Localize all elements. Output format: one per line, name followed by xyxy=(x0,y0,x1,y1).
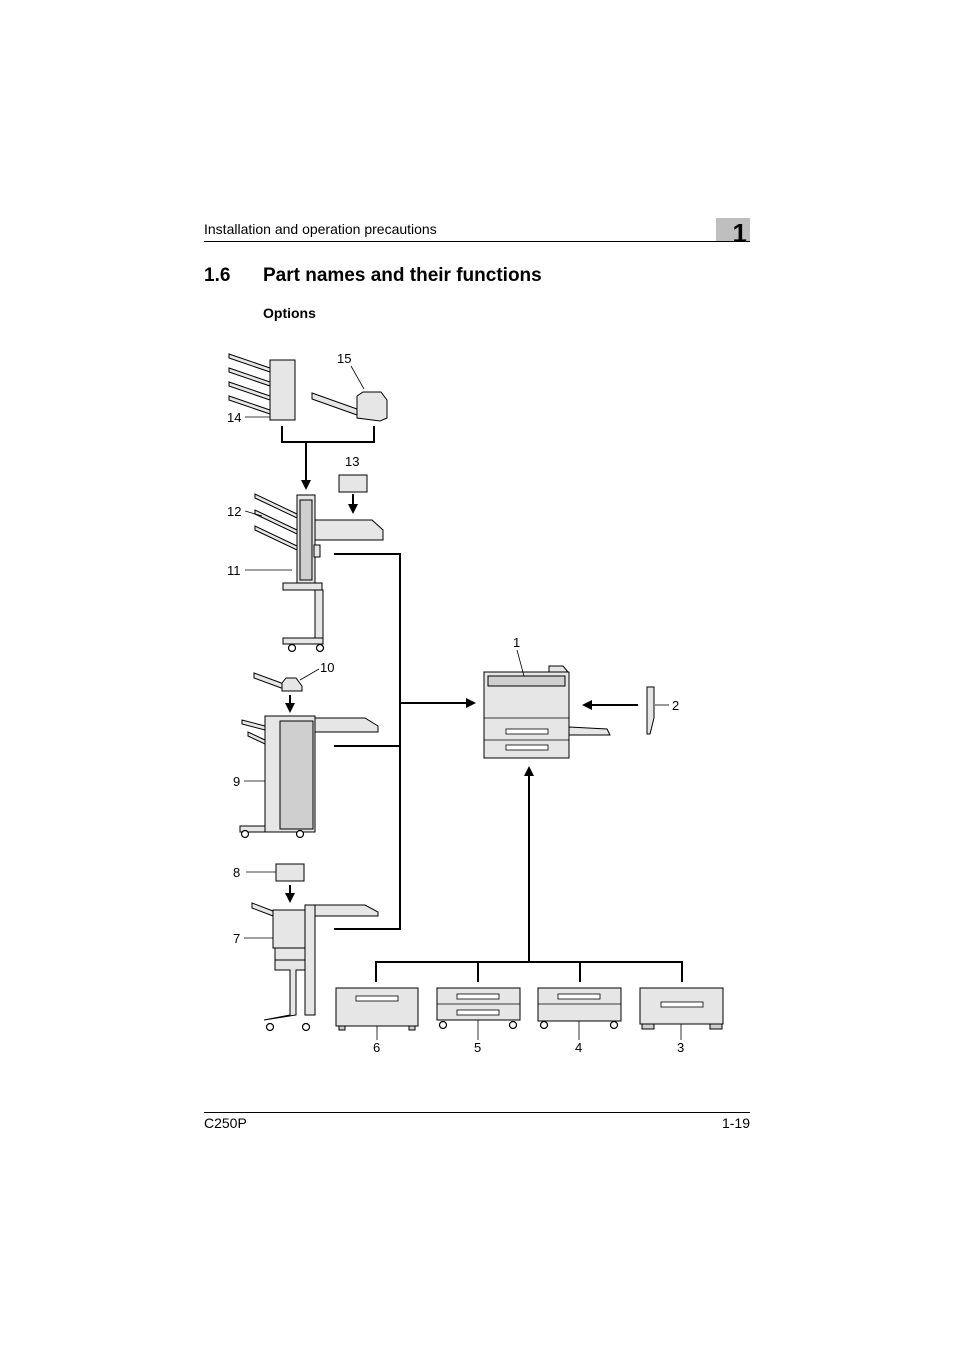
callout-13: 13 xyxy=(345,454,359,469)
cabinet-4 xyxy=(537,987,622,1030)
tray-10 xyxy=(253,672,303,692)
callout-15: 15 xyxy=(337,351,351,366)
main-unit-1 xyxy=(483,665,611,759)
callout-7: 7 xyxy=(233,931,240,946)
cabinet-6 xyxy=(335,987,419,1031)
callout-4: 4 xyxy=(575,1040,582,1055)
chapter-tab: 1 xyxy=(716,218,750,248)
section-title: Part names and their functions xyxy=(263,265,542,286)
kit-13 xyxy=(338,474,368,493)
footer-model: C250P xyxy=(204,1115,247,1131)
options-subheading: Options xyxy=(263,305,316,321)
callout-11: 11 xyxy=(227,563,241,578)
callout-10: 10 xyxy=(320,660,334,675)
callout-9: 9 xyxy=(233,774,240,789)
tray-15 xyxy=(311,391,388,422)
callout-12: 12 xyxy=(227,504,241,519)
callout-14: 14 xyxy=(227,410,241,425)
callout-3: 3 xyxy=(677,1040,684,1055)
callout-8: 8 xyxy=(233,865,240,880)
cabinet-3 xyxy=(639,987,724,1030)
header-rule xyxy=(204,241,750,242)
callout-1: 1 xyxy=(513,635,520,650)
kit-8 xyxy=(275,863,305,882)
mailbin-unit-14 xyxy=(228,353,296,421)
page-number: 1-19 xyxy=(721,1115,750,1131)
callout-5: 5 xyxy=(474,1040,481,1055)
side-unit-2 xyxy=(646,686,655,735)
section-number: 1.6 xyxy=(204,265,231,286)
running-header: Installation and operation precautions xyxy=(204,221,437,237)
callout-6: 6 xyxy=(373,1040,380,1055)
callout-2: 2 xyxy=(672,698,679,713)
finisher-trays-12 xyxy=(254,493,298,551)
cabinet-5 xyxy=(436,987,521,1030)
footer-rule xyxy=(204,1112,750,1113)
finisher-9 xyxy=(239,715,379,839)
finisher-7 xyxy=(251,902,379,1032)
finisher-11 xyxy=(282,494,384,653)
